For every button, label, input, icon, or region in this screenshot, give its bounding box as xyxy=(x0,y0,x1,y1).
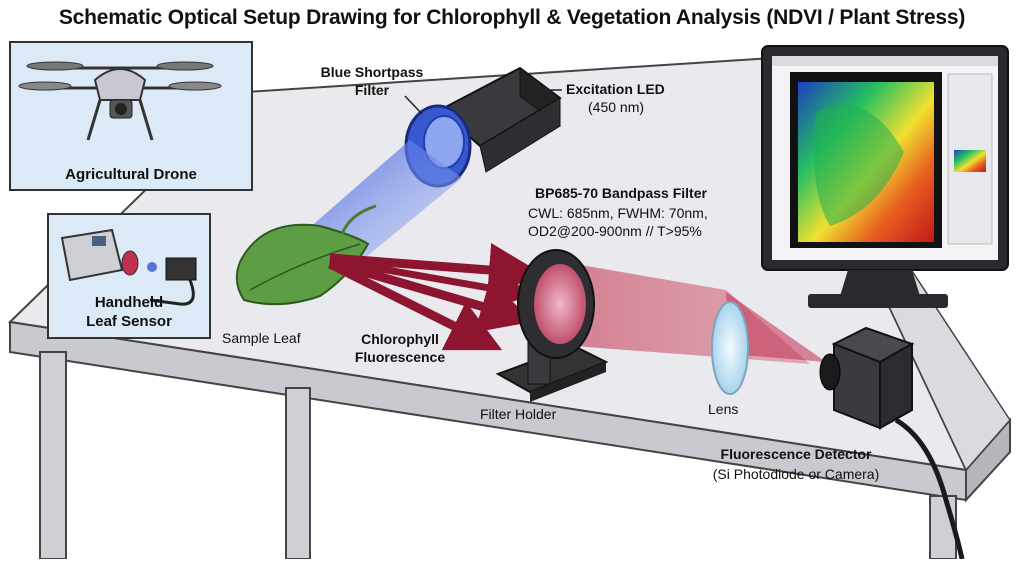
lens-label: Lens xyxy=(708,401,768,418)
diagram-title: Schematic Optical Setup Drawing for Chlo… xyxy=(0,6,1024,30)
detector-label-line1: Fluorescence Detector xyxy=(690,446,902,463)
led-label-line1: Excitation LED xyxy=(566,81,726,98)
fluorescence-label-line2: Fluorescence xyxy=(340,349,460,366)
sample-leaf-label: Sample Leaf xyxy=(222,330,332,347)
blue-filter-label-line1: Blue Shortpass xyxy=(308,64,436,81)
handheld-label-line1: Handheld xyxy=(48,294,210,312)
monitor xyxy=(762,46,1008,308)
led-label-line2: (450 nm) xyxy=(588,99,708,116)
drone-label: Agricultural Drone xyxy=(10,166,252,184)
handheld-label-line2: Leaf Sensor xyxy=(48,313,210,331)
bandpass-filter-title: BP685-70 Bandpass Filter xyxy=(535,185,755,202)
bandpass-filter-glass xyxy=(534,264,586,344)
bandpass-spec-line1: CWL: 685nm, FWHM: 70nm, xyxy=(528,205,748,222)
fluorescence-label-line1: Chlorophyll xyxy=(340,331,460,348)
lens xyxy=(712,302,748,394)
bandpass-spec-line2: OD2@200-900nm // T>95% xyxy=(528,223,748,240)
blue-filter-label-line2: Filter xyxy=(308,82,436,99)
filter-holder-label: Filter Holder xyxy=(480,406,590,423)
detector-label-line2: (Si Photodiode or Camera) xyxy=(690,466,902,483)
